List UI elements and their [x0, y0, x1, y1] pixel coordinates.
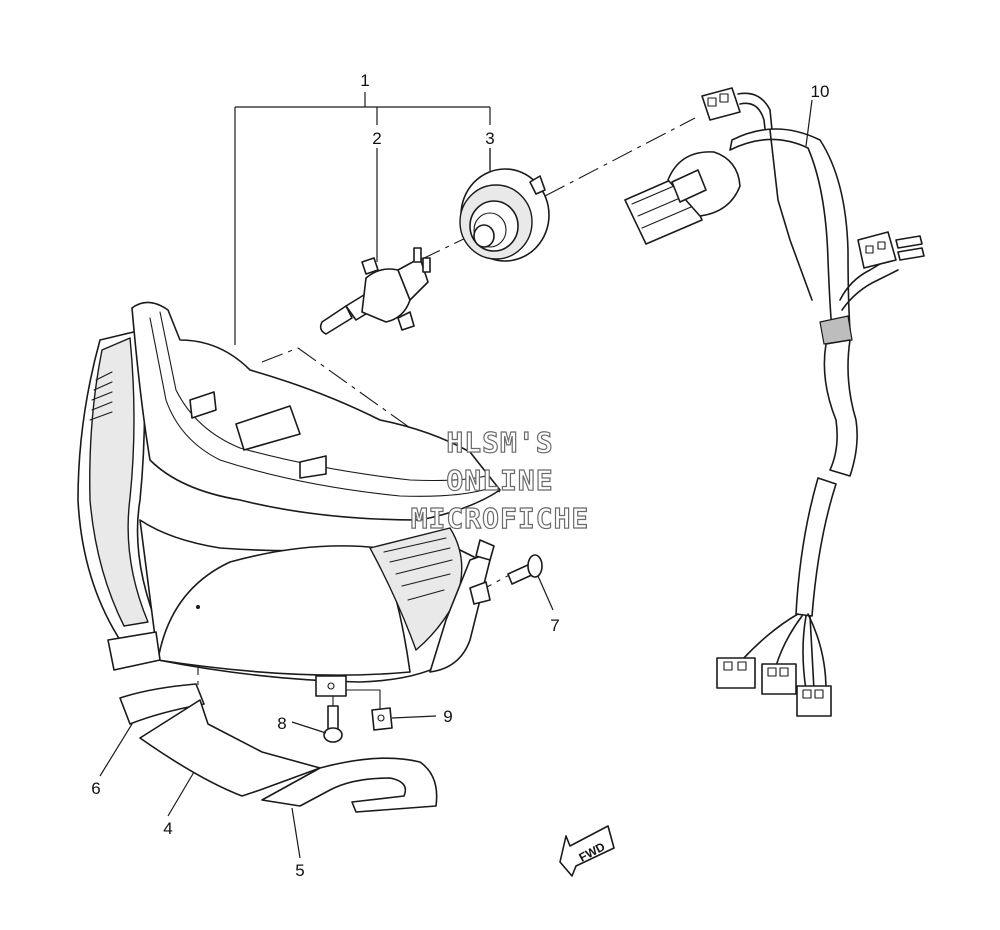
- leader-8: [291, 721, 327, 734]
- assembly-line-c: [419, 235, 471, 261]
- assembly-line-g: [342, 689, 381, 711]
- side-reflector-hatch: [89, 371, 113, 421]
- leader-group-1: [234, 92, 491, 345]
- part-6-side-tab: [107, 631, 161, 671]
- assembly-line-d: [544, 117, 696, 197]
- leader-5: [291, 807, 301, 859]
- callout-2: 2: [372, 129, 381, 148]
- leader-4: [167, 771, 195, 817]
- leader-9: [391, 715, 437, 719]
- part-4-lower-plate: [139, 699, 321, 797]
- watermark: HLSM'S ONLINE MICROFICHE: [410, 425, 590, 535]
- callout-5: 5: [295, 861, 304, 880]
- part-2-bulb: [319, 247, 431, 335]
- leader-10: [805, 99, 813, 147]
- callout-3: 3: [485, 129, 494, 148]
- part-6-side-panel: [119, 683, 205, 725]
- part-8-bolt: [323, 705, 343, 743]
- grill-hatch: [383, 537, 453, 601]
- forward-direction-arrow: FWD: [559, 825, 615, 877]
- part-10-wire-harness: [624, 87, 925, 717]
- leader-7: [537, 575, 554, 611]
- callout-9: 9: [443, 707, 452, 726]
- part-1-headlight-assembly: [77, 301, 501, 697]
- part-7-screw: [507, 554, 543, 585]
- watermark-line-3: MICROFICHE: [411, 502, 590, 535]
- part-3-socket-cover: [459, 168, 550, 262]
- watermark-line-1: HLSM'S: [446, 426, 553, 459]
- watermark-line-2: ONLINE: [446, 464, 553, 497]
- callout-8: 8: [277, 714, 286, 733]
- assembly-line-a: [261, 347, 299, 363]
- callout-10: 10: [811, 82, 830, 101]
- part-5-protector-plate: [261, 757, 438, 813]
- part-9-clip-nut: [371, 707, 393, 731]
- leader-6: [99, 723, 133, 777]
- callout-7: 7: [550, 616, 559, 635]
- callout-4: 4: [163, 819, 172, 838]
- callout-1: 1: [360, 71, 369, 90]
- callout-6: 6: [91, 779, 100, 798]
